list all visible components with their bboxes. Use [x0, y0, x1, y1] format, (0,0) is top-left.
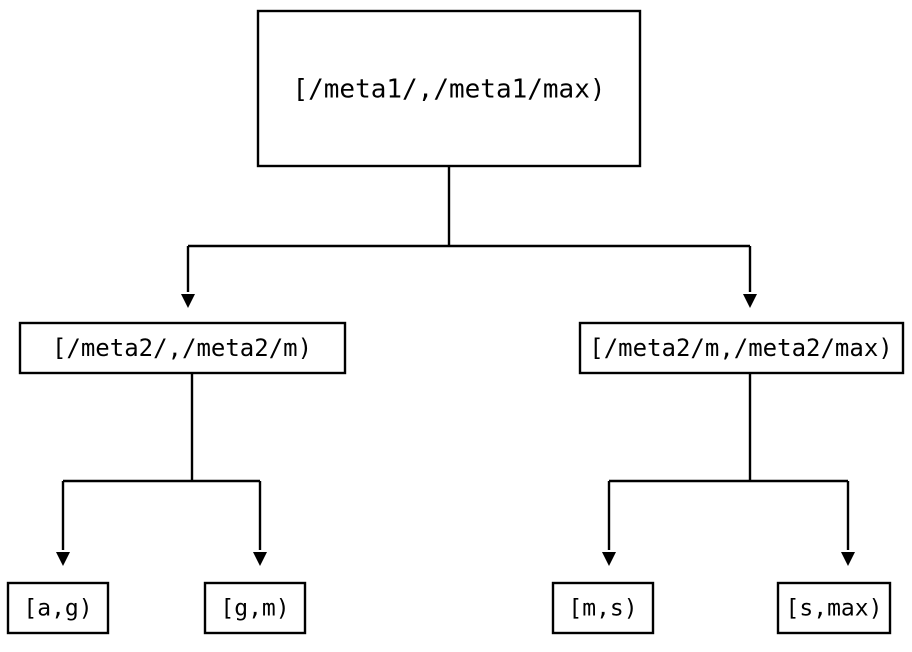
node-leaf-3-label: [m,s) — [568, 596, 637, 622]
node-mid-right[interactable]: [/meta2/m,/meta2/max) — [578, 321, 905, 375]
edge-group-midright-to-leaves — [602, 374, 855, 566]
node-leaf-4[interactable]: [s,max) — [776, 581, 892, 635]
edge-group-root-to-mid — [181, 167, 757, 308]
node-mid-left[interactable]: [/meta2/,/meta2/m) — [18, 321, 347, 375]
node-leaf-2-label: [g,m) — [220, 596, 289, 622]
node-leaf-1-label: [a,g) — [23, 596, 92, 622]
node-leaf-3-box[interactable] — [551, 581, 655, 635]
node-mid-left-label: [/meta2/,/meta2/m) — [52, 334, 312, 362]
node-root[interactable]: [/meta1/,/meta1/max) — [256, 9, 642, 168]
node-mid-right-box[interactable] — [578, 321, 905, 375]
node-leaf-3[interactable]: [m,s) — [551, 581, 655, 635]
node-leaf-4-box[interactable] — [776, 581, 892, 635]
node-leaf-2[interactable]: [g,m) — [203, 581, 307, 635]
arrowhead-leaf3-icon — [602, 552, 616, 566]
arrowhead-leaf1-icon — [56, 552, 70, 566]
node-leaf-2-box[interactable] — [203, 581, 307, 635]
arrowhead-mid-right-icon — [743, 294, 757, 308]
node-leaf-1-box[interactable] — [6, 581, 110, 635]
node-leaf-1[interactable]: [a,g) — [6, 581, 110, 635]
arrowhead-leaf2-icon — [253, 552, 267, 566]
edge-group-midleft-to-leaves — [56, 374, 267, 566]
node-root-label: [/meta1/,/meta1/max) — [292, 75, 605, 105]
node-root-box[interactable] — [256, 9, 642, 168]
node-mid-right-label: [/meta2/m,/meta2/max) — [589, 334, 892, 362]
node-mid-left-box[interactable] — [18, 321, 347, 375]
arrowhead-mid-left-icon — [181, 294, 195, 308]
node-leaf-4-label: [s,max) — [786, 596, 883, 622]
arrowhead-leaf4-icon — [841, 552, 855, 566]
